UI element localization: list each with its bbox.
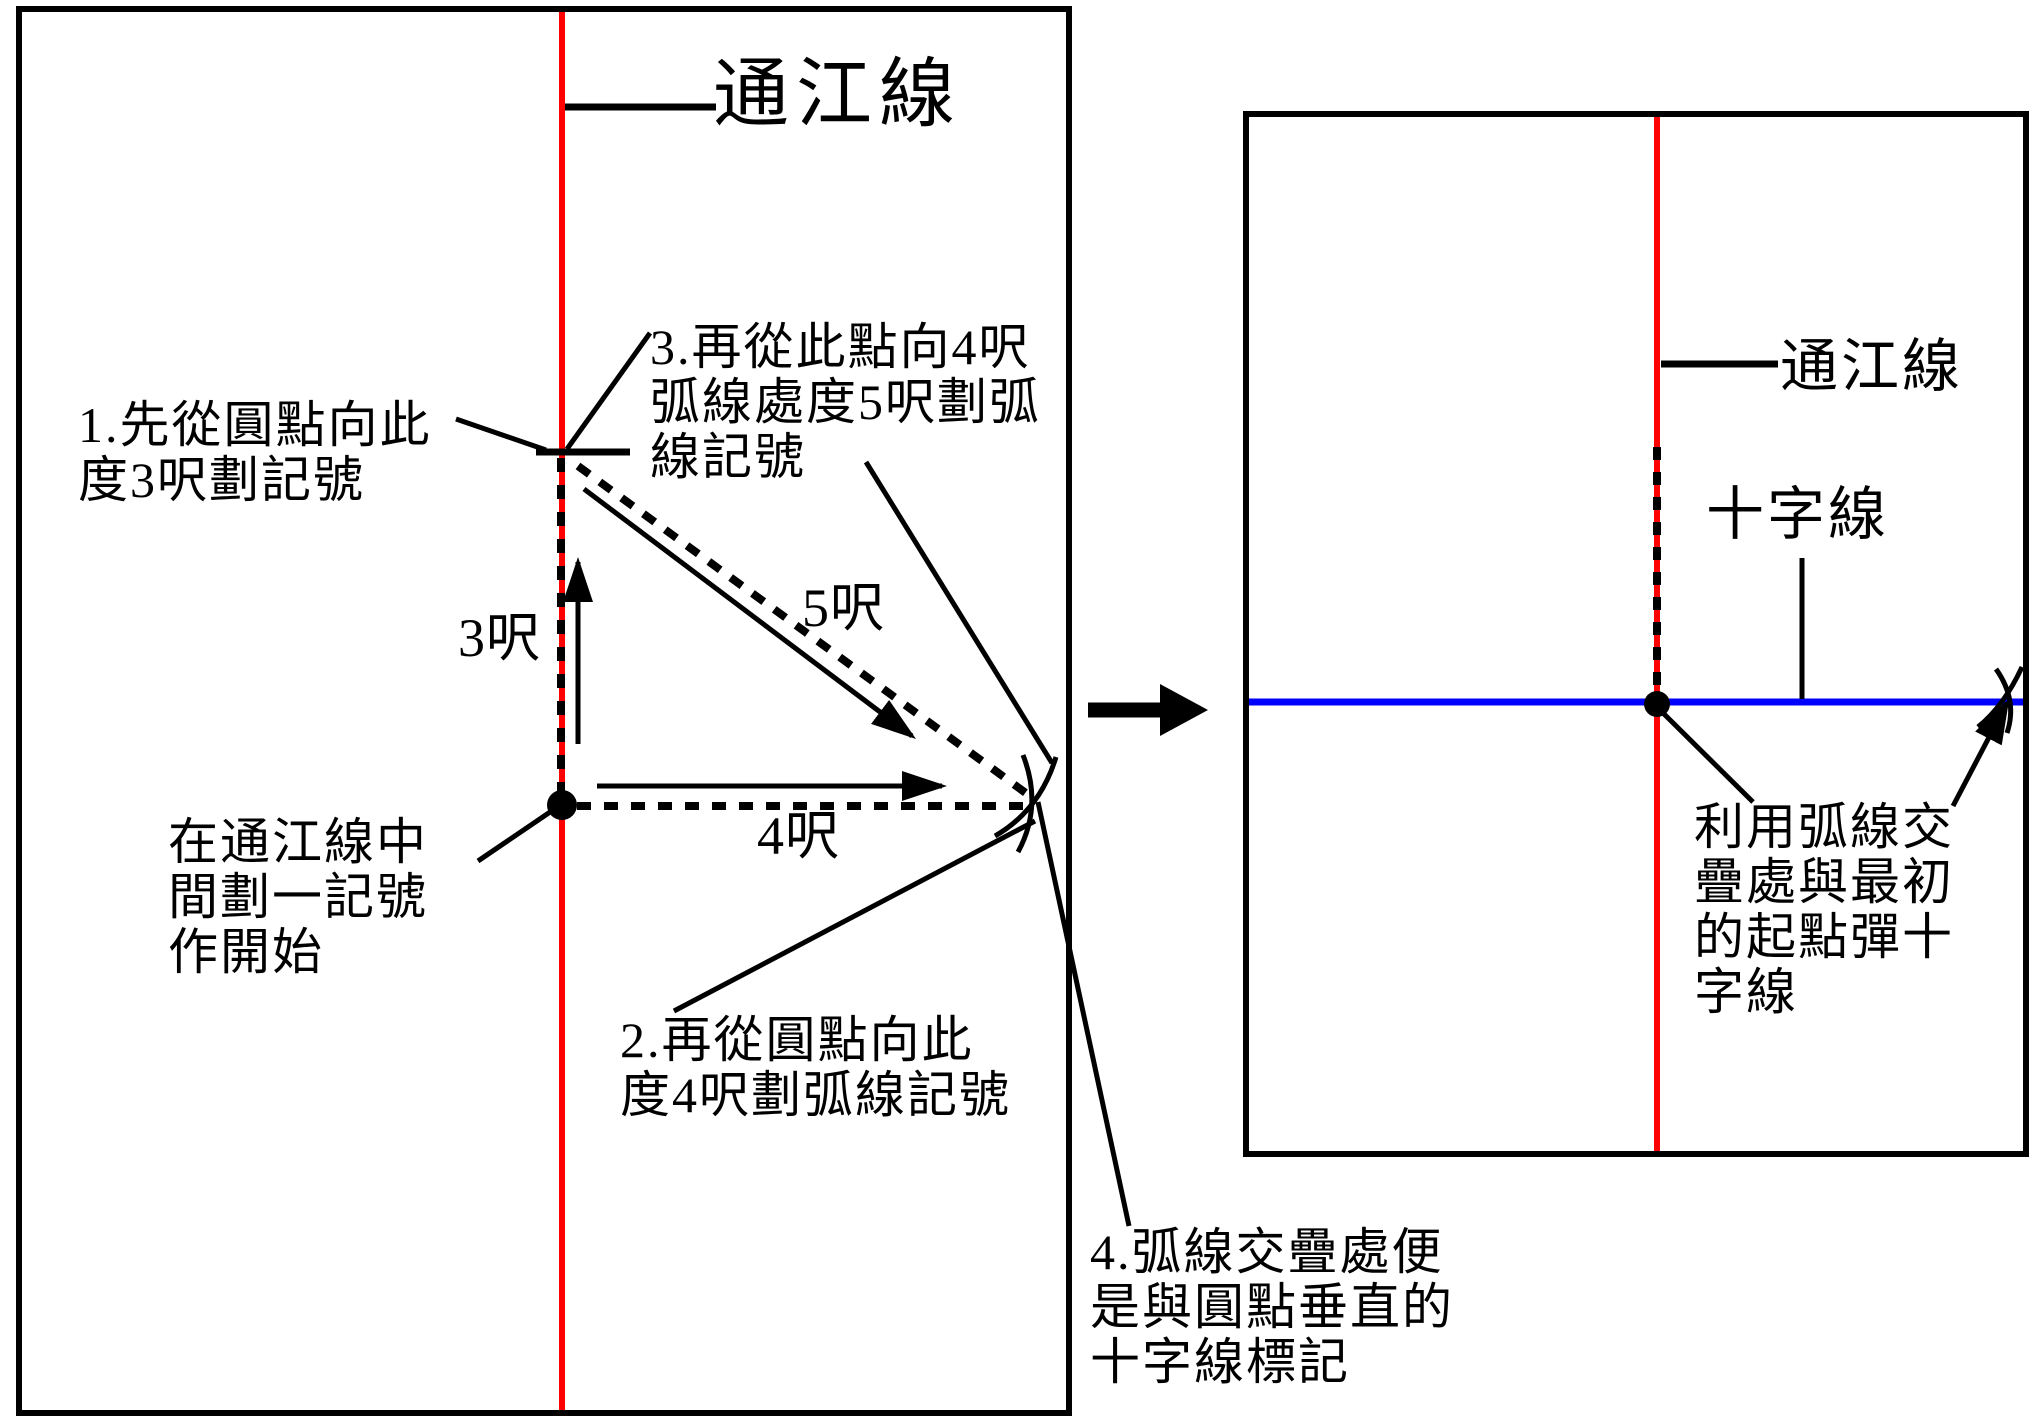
arrow-diagonal-5ft — [582, 487, 916, 740]
measure-3ft-label: 3呎 — [458, 608, 541, 668]
transition-arrow-head — [1160, 684, 1208, 736]
leader-note-to-dot — [1659, 709, 1755, 804]
right-note: 利用弧線交 疊處與最初 的起點彈十 字線 — [1694, 799, 1954, 1020]
leader-note-to-arc — [1950, 698, 2010, 808]
step3-annotation: 3.再從此點向4呎 弧線處度5呎劃弧 線記號 — [650, 319, 1041, 485]
leader-step4-to-arc — [1035, 801, 1132, 1227]
leader-step3-to-arc — [863, 460, 1055, 765]
right-panel-border — [1243, 111, 2029, 1157]
cross-line-label: 十字線 — [1706, 482, 1890, 547]
transition-arrow — [1088, 684, 1208, 736]
leader-step1-to-tick — [455, 416, 547, 453]
arc-mark-5ft — [993, 756, 1059, 839]
right-panel — [1243, 111, 2029, 1157]
leader-origin-note-to-dot — [476, 805, 558, 864]
left-panel — [16, 6, 1132, 1416]
measure-4ft-label: 4呎 — [757, 806, 840, 866]
left-line-label: 通江線 — [713, 53, 962, 137]
step2-annotation: 2.再從圓點向此 度4呎劃弧線記號 — [620, 1012, 1011, 1123]
leader-step3-to-tick — [564, 331, 653, 451]
origin-note: 在通江線中 間劃一記號 作開始 — [168, 814, 428, 980]
step1-annotation: 1.先從圓點向此 度3呎劃記號 — [78, 397, 432, 508]
right-arc-mark-2 — [1976, 665, 2025, 729]
measure-5ft-label: 5呎 — [802, 578, 885, 638]
right-arc-mark-1 — [1993, 667, 2014, 734]
dashed-hypotenuse-5ft — [575, 462, 1037, 803]
step4-annotation: 4.弧線交疊處便 是與圓點垂直的 十字線標記 — [1090, 1224, 1454, 1390]
origin-dot — [547, 790, 577, 820]
right-line-label: 通江線 — [1780, 334, 1964, 399]
left-panel-border — [16, 6, 1072, 1416]
leader-step2-to-arc — [672, 818, 1037, 1014]
